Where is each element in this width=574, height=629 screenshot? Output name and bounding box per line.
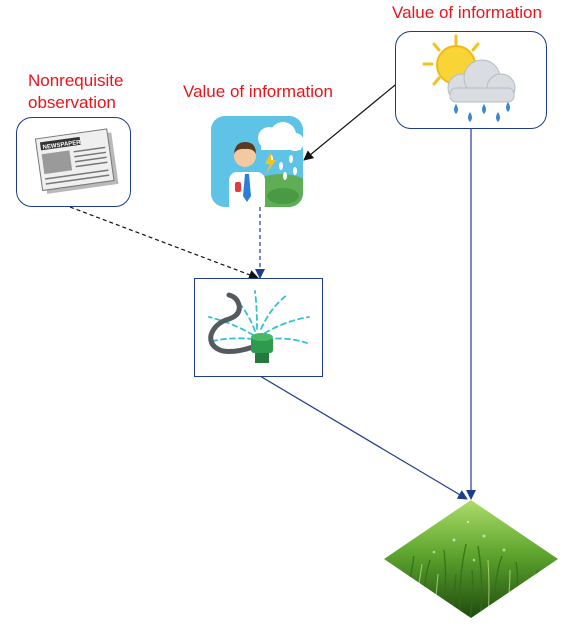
- newspaper-label-line1: Nonrequisite: [28, 71, 124, 90]
- sun-rain-cloud-icon: [422, 34, 516, 122]
- grass-icon: [384, 500, 558, 618]
- edge-weather-to-forecaster: [303, 80, 401, 161]
- weather-forecaster-icon: [211, 116, 303, 207]
- newspaper-node[interactable]: NEWSPAPER: [16, 117, 131, 207]
- edge-newspaper-to-sprinkler: [69, 206, 259, 280]
- edge-sprinkler-to-grass: [259, 375, 468, 500]
- sprinkler-icon: [208, 290, 310, 363]
- newspaper-icon: NEWSPAPER: [34, 128, 119, 194]
- newspaper-label-line2: observation: [28, 93, 116, 112]
- weather-voi-label: Value of information: [392, 3, 542, 22]
- sprinkler-node[interactable]: [194, 278, 323, 377]
- weather-node[interactable]: [395, 31, 547, 129]
- grass-node[interactable]: [384, 500, 558, 618]
- forecast-voi-label: Value of information: [183, 82, 333, 101]
- forecaster-node[interactable]: [211, 116, 303, 207]
- newspaper-masthead: NEWSPAPER: [42, 140, 81, 151]
